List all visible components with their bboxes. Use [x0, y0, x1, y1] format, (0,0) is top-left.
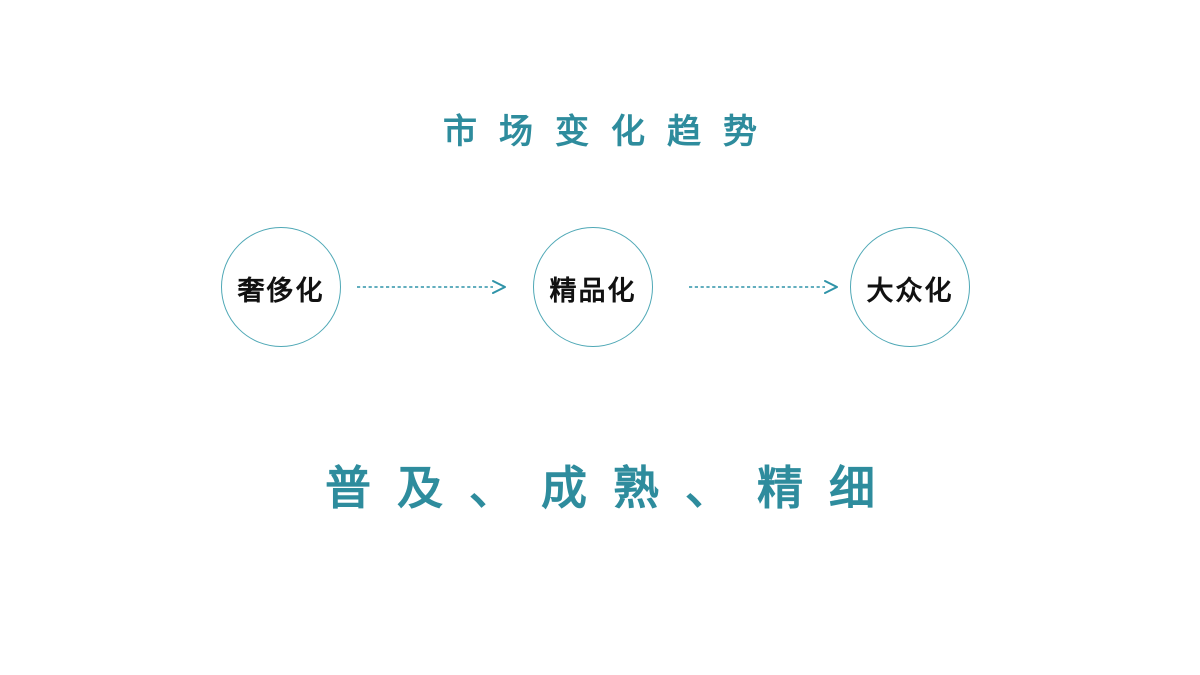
slide-title: 市场变化趋势: [443, 114, 779, 151]
flow-node-luxury-label: 奢侈化: [237, 275, 325, 306]
flow-node-boutique-label: 精品化: [549, 275, 637, 306]
flow-node-boutique: 精品化: [533, 227, 653, 347]
slide-subtitle: 普及、成熟、精细: [325, 463, 901, 514]
flow-node-mass-market: 大众化: [850, 227, 970, 347]
flow-node-mass-market-label: 大众化: [866, 275, 954, 306]
flow-node-luxury: 奢侈化: [221, 227, 341, 347]
dashed-arrow-right-icon: [357, 280, 506, 294]
dashed-arrow-right-icon: [689, 280, 838, 294]
